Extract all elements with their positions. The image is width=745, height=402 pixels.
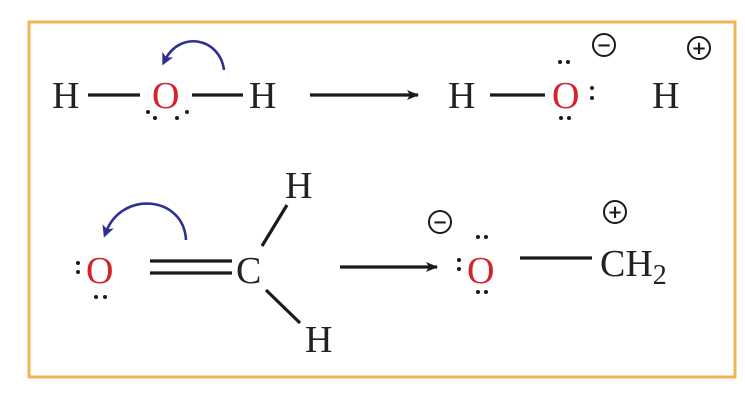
negative-charge-icon: [428, 210, 452, 234]
atom-o: O: [467, 250, 494, 292]
frame-border: [27, 20, 737, 379]
charge-label: −: [432, 212, 447, 233]
negative-charge-icon: [592, 33, 616, 57]
atom-o: O: [552, 75, 579, 117]
atom-h-left: H: [52, 75, 79, 117]
positive-charge-icon: [603, 200, 627, 224]
water-molecule: H O H: [52, 40, 276, 120]
proton: H +: [652, 36, 711, 117]
lone-pairs: [558, 60, 594, 120]
ch2-group: CH2: [600, 243, 667, 291]
bond-c-h-top: [260, 204, 289, 247]
bond-c-h-bottom: [264, 288, 302, 325]
formaldehyde-molecule: O C H H: [76, 165, 332, 361]
lone-pairs: [76, 261, 107, 299]
charge-label: −: [596, 35, 611, 56]
positive-charge-icon: [687, 36, 711, 60]
atom-h: H: [448, 75, 475, 117]
atom-h-ion: H: [652, 75, 679, 117]
zwitterion-product: − O CH2 +: [428, 200, 667, 294]
lone-pairs: [146, 110, 189, 120]
atom-o: O: [86, 250, 113, 292]
charge-label: +: [691, 38, 706, 59]
curved-arrow: [102, 202, 188, 241]
atom-o: O: [152, 75, 179, 117]
hydroxide-ion: H O −: [448, 33, 616, 120]
charge-label: +: [607, 202, 622, 223]
atom-h-right: H: [249, 75, 276, 117]
curved-arrow: [162, 40, 226, 71]
atom-h-top: H: [285, 165, 312, 207]
atom-c: C: [236, 250, 261, 292]
atom-h-bottom: H: [305, 319, 332, 361]
lone-pairs: [457, 235, 488, 294]
